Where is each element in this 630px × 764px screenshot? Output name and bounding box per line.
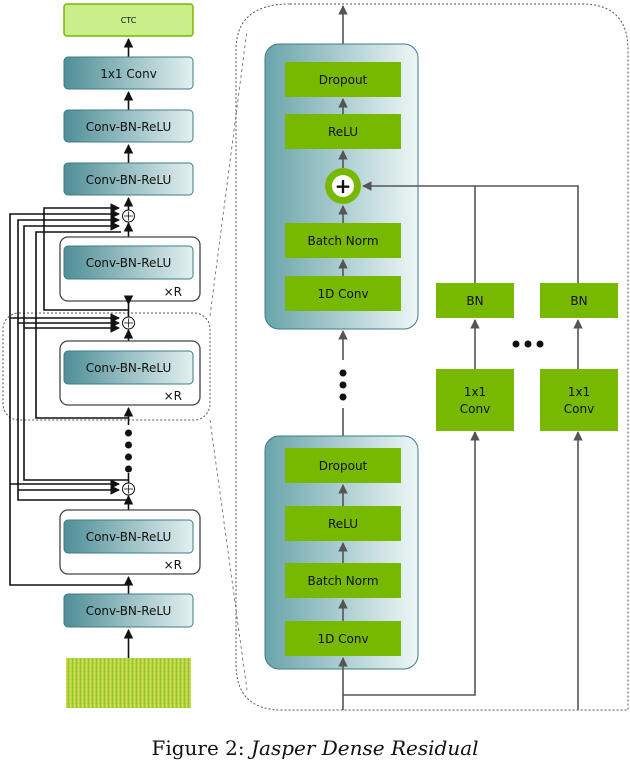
- caption-title: Jasper Dense Residual: [247, 736, 479, 760]
- bottom-batchnorm-box: [285, 563, 401, 598]
- ctc-box: CTC: [63, 3, 194, 37]
- ctc-label: CTC: [121, 16, 137, 25]
- bottom-block: [264, 435, 419, 670]
- top-relu-box: [285, 114, 401, 149]
- left-cbr-bottom-box: Conv-BN-ReLU: [63, 593, 194, 628]
- top-conv1d-label: 1D Conv: [317, 287, 368, 301]
- top-dropout-label: Dropout: [319, 73, 368, 87]
- res-conv1x1-b-label-1: 1x1: [568, 385, 590, 399]
- bottom-relu-box: [285, 506, 401, 541]
- bottom-conv1d-box: [285, 621, 401, 656]
- res-conv1x1-a-label-1: 1x1: [464, 385, 486, 399]
- left-block1-repeat-label: ×R: [164, 285, 182, 299]
- top-batchnorm-box: [285, 223, 401, 258]
- left-conv1x1-box: 1x1 Conv: [63, 56, 194, 90]
- left-block2-cbr-label: Conv-BN-ReLU: [86, 361, 172, 375]
- left-cbr-bottom-label: Conv-BN-ReLU: [86, 604, 172, 618]
- res-bn-b-label: BN: [570, 294, 587, 308]
- top-relu-label: ReLU: [328, 125, 358, 139]
- spectrogram-input: [66, 658, 191, 708]
- highlight-region: [2, 312, 211, 421]
- caption-prefix: Figure 2:: [151, 736, 251, 760]
- figure-caption: Figure 2: Jasper Dense Residual: [151, 736, 478, 760]
- left-block2-repeat-label: ×R: [164, 389, 182, 403]
- left-block3-repeat-label: ×R: [164, 558, 182, 572]
- left-cbr-top1-box: Conv-BN-ReLU: [63, 109, 194, 143]
- bottom-relu-label: ReLU: [328, 517, 358, 531]
- left-ellipsis: [125, 429, 132, 473]
- left-block1: Conv-BN-ReLU ×R: [59, 236, 201, 302]
- top-conv1d-box: [285, 276, 401, 311]
- bottom-batchnorm-label: Batch Norm: [307, 574, 378, 588]
- bottom-dropout-box: [285, 448, 401, 483]
- center-ellipsis: [339, 369, 347, 401]
- res-conv1x1-a-box: [436, 369, 514, 431]
- left-cbr-top2-box: Conv-BN-ReLU: [63, 162, 194, 196]
- left-block2: Conv-BN-ReLU ×R: [59, 340, 201, 406]
- bottom-dropout-label: Dropout: [319, 459, 368, 473]
- left-block3: Conv-BN-ReLU ×R: [59, 509, 201, 575]
- left-conv1x1-label: 1x1 Conv: [100, 67, 157, 81]
- branch-ellipsis: [512, 340, 544, 348]
- dense-skip-lines: [9, 203, 129, 586]
- left-cbr-top2-label: Conv-BN-ReLU: [86, 173, 172, 187]
- top-batchnorm-label: Batch Norm: [307, 234, 378, 248]
- left-block1-cbr-label: Conv-BN-ReLU: [86, 256, 172, 270]
- res-bn-a-box: [436, 283, 514, 318]
- res-conv1x1-a-label-2: Conv: [460, 402, 490, 416]
- left-cbr-top1-label: Conv-BN-ReLU: [86, 120, 172, 134]
- res-bn-a-label: BN: [466, 294, 483, 308]
- res-conv1x1-b-box: [540, 369, 618, 431]
- bottom-conv1d-label: 1D Conv: [317, 632, 368, 646]
- res-conv1x1-b-label-2: Conv: [564, 402, 594, 416]
- plus-icon: +: [335, 174, 352, 198]
- res-bn-b-box: [540, 283, 618, 318]
- top-dropout-box: [285, 62, 401, 97]
- left-block3-cbr-label: Conv-BN-ReLU: [86, 530, 172, 544]
